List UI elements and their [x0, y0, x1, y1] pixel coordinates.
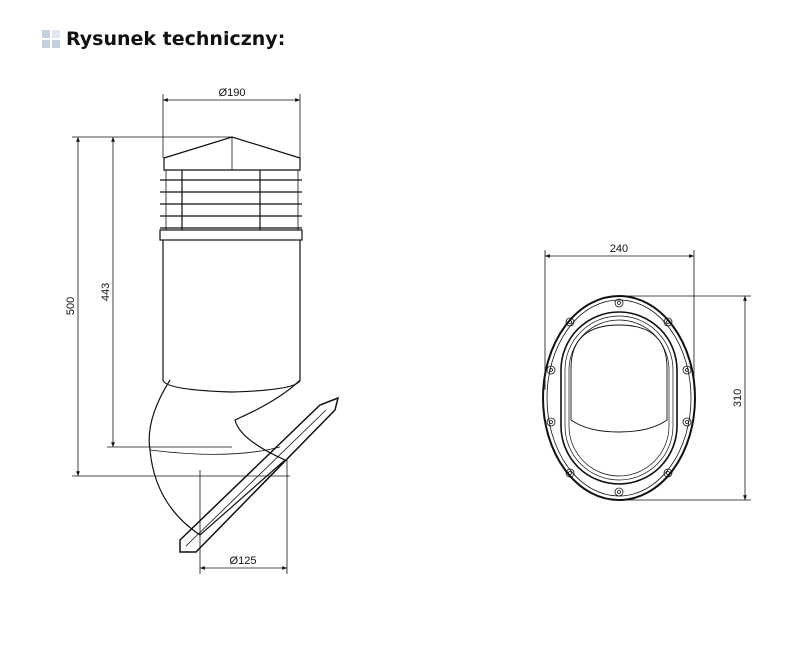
dim-diameter-bottom: Ø125 — [230, 555, 257, 567]
side-view — [148, 136, 340, 553]
heading-title: Rysunek techniczny: — [66, 28, 286, 50]
flashing — [179, 396, 340, 553]
dim-diameter-top: Ø190 — [219, 87, 246, 99]
dim-total-height: 500 — [65, 297, 77, 315]
cap — [163, 136, 301, 171]
dim-height: 310 — [732, 389, 744, 407]
top-dimensions — [544, 250, 751, 501]
dim-width: 240 — [610, 243, 628, 255]
top-view — [542, 295, 696, 501]
louvers — [160, 169, 302, 231]
square-grid-icon — [42, 30, 60, 48]
collar — [159, 229, 303, 241]
bolts — [546, 298, 692, 497]
dim-body-height: 443 — [100, 283, 112, 301]
section-heading: Rysunek techniczny: — [42, 28, 285, 50]
side-dimensions — [72, 94, 301, 574]
pipe-body — [162, 240, 301, 393]
